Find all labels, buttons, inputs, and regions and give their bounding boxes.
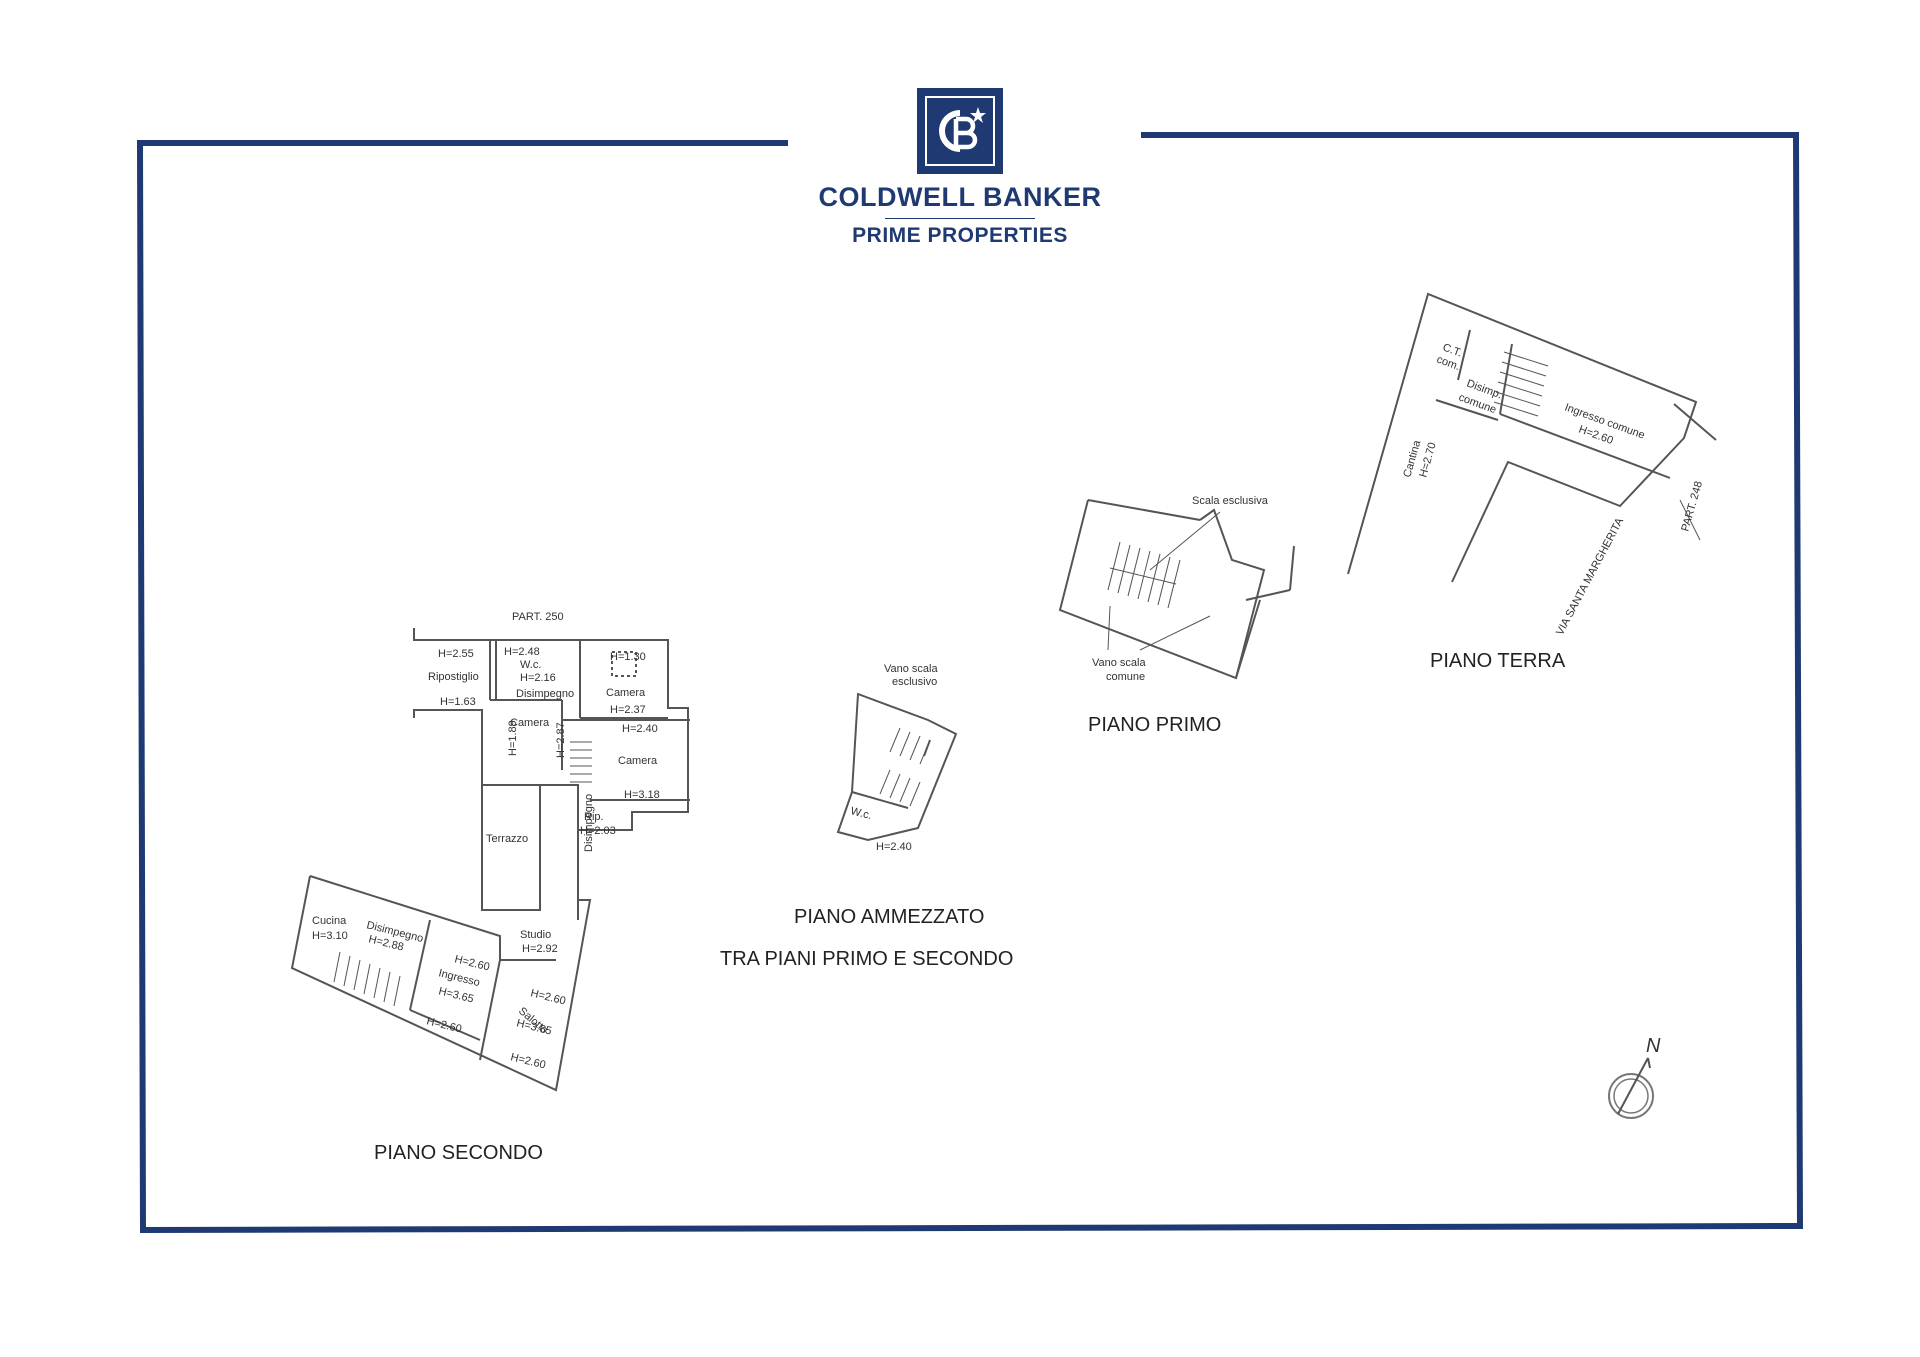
room-label: Disimpegno — [583, 794, 595, 852]
north-label: N — [1646, 1035, 1661, 1057]
room-label: H=1.89 — [507, 720, 519, 756]
room-label: H=2.87 — [555, 722, 567, 758]
part-250-label: PART. 250 — [512, 611, 564, 623]
room-label: Rip. — [584, 811, 604, 823]
room-label: Vano scala — [884, 663, 938, 675]
room-label: Camera — [510, 717, 550, 729]
room-label: H=2.16 — [520, 672, 556, 684]
north-compass-icon: N — [1608, 1035, 1661, 1119]
room-label: H=1.30 — [610, 651, 646, 663]
room-label: Studio — [520, 929, 551, 941]
room-label: Camera — [618, 755, 658, 767]
room-label: H=2.40 — [622, 723, 658, 735]
street-label: VIA SANTA MARGHERITA — [1554, 516, 1626, 638]
brand-name: COLDWELL BANKER — [818, 182, 1102, 212]
room-label: Scala esclusiva — [1192, 495, 1269, 507]
room-label: H=3.10 — [312, 930, 348, 942]
room-label: H=2.92 — [522, 943, 558, 955]
brand-divider — [885, 218, 1035, 219]
room-label: Cucina — [312, 915, 347, 927]
brand-subtitle: PRIME PROPERTIES — [852, 224, 1068, 247]
room-label: Vano scala — [1092, 657, 1146, 669]
floor-label-piano-primo: PIANO PRIMO — [1088, 714, 1222, 736]
cb-monogram-icon — [939, 107, 986, 152]
room-label: H=1.63 — [440, 696, 476, 708]
room-label: Camera — [606, 687, 646, 699]
room-label: Terrazzo — [486, 833, 528, 845]
room-label: esclusivo — [892, 676, 937, 688]
room-label: Ripostiglio — [428, 671, 479, 683]
floor-label-piano-ammezzato: PIANO AMMEZZATO — [794, 906, 985, 928]
room-label: H=2.37 — [610, 704, 646, 716]
room-label: comune — [1106, 671, 1145, 683]
floor-label-piano-secondo: PIANO SECONDO — [374, 1142, 543, 1164]
brand: COLDWELL BANKER PRIME PROPERTIES — [780, 88, 1140, 248]
room-label: H=2.48 — [504, 646, 540, 658]
cb-logo — [917, 88, 1003, 174]
floor-label-ammezzato-subtitle: TRA PIANI PRIMO E SECONDO — [720, 948, 1014, 970]
room-label: W.c. — [520, 659, 541, 671]
room-label: H=3.18 — [624, 789, 660, 801]
room-label: W.c. — [849, 805, 873, 822]
room-label: Disimpegno — [516, 688, 574, 700]
room-label: H=2.03 — [580, 825, 616, 837]
room-label: H=2.40 — [876, 841, 912, 853]
room-label: H=2.55 — [438, 648, 474, 660]
floor-label-piano-terra: PIANO TERRA — [1430, 650, 1566, 672]
